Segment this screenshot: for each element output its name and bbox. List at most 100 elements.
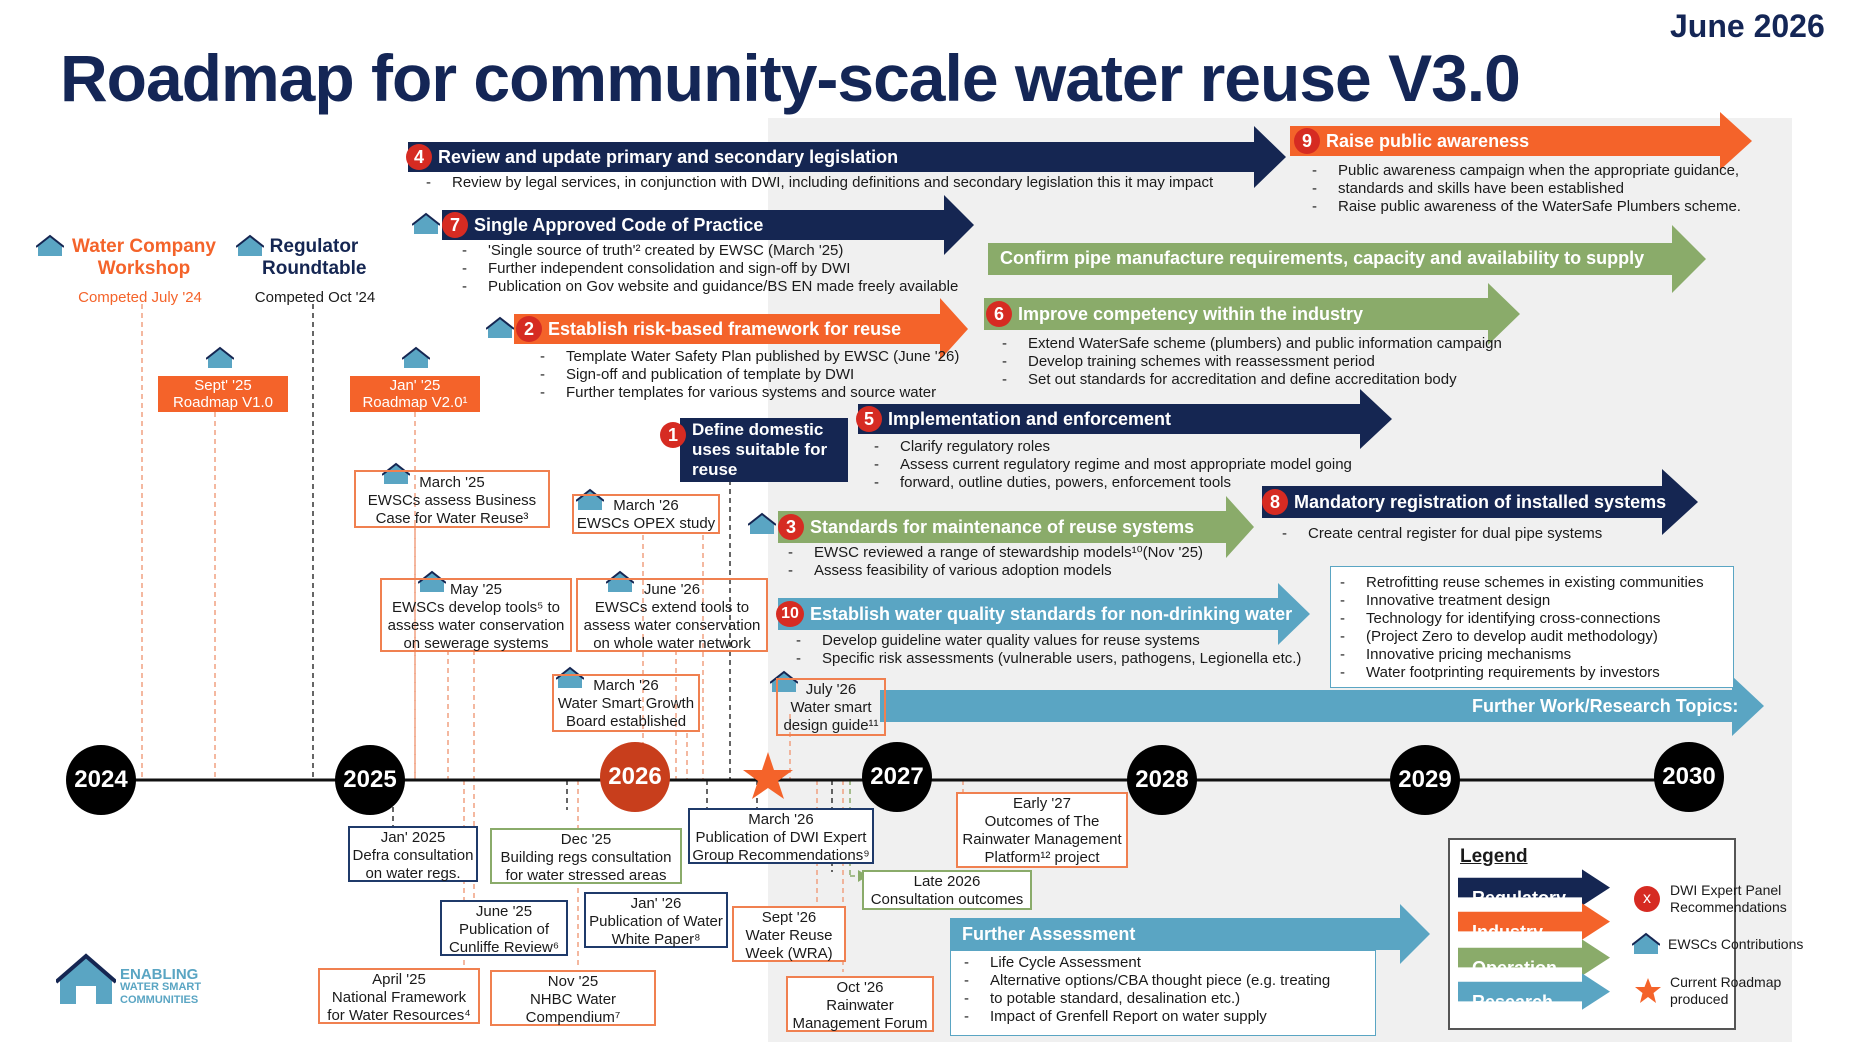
year-2027: 2027 bbox=[862, 742, 932, 812]
dwi-marker-icon: 5 bbox=[856, 406, 882, 432]
year-2028: 2028 bbox=[1127, 745, 1197, 815]
legend-current-text: Current Roadmap produced bbox=[1670, 974, 1782, 1007]
stream-10-title: Establish water quality standards for no… bbox=[810, 603, 1293, 624]
year-2030: 2030 bbox=[1654, 742, 1724, 812]
bullet: Clarify regulatory roles bbox=[874, 438, 1352, 456]
ewsc-house-icon bbox=[236, 234, 264, 256]
stream-2-title: Establish risk-based framework for reuse bbox=[548, 318, 902, 339]
arrow-3 bbox=[778, 496, 1254, 558]
stream-6-label: 6 Improve competency within the industry bbox=[986, 301, 1363, 327]
ewsc-house-icon bbox=[206, 346, 234, 368]
stream-8-bullets: Create central register for dual pipe sy… bbox=[1282, 525, 1602, 543]
legend-current: Current Roadmap produced bbox=[1634, 974, 1781, 1008]
ewsc-house-icon bbox=[412, 212, 440, 234]
event-white-paper: Jan' '26 Publication of Water White Pape… bbox=[584, 892, 728, 948]
bullet: Water footprinting requirements by inves… bbox=[1340, 664, 1704, 682]
event-building-regs: Dec '25 Building regs consultation for w… bbox=[490, 828, 682, 884]
legend-arrows bbox=[1458, 869, 1610, 1010]
ewsc-house-icon bbox=[1632, 932, 1660, 954]
event-opex: March '26 EWSCs OPEX study bbox=[572, 494, 720, 534]
legend-regulatory: Regulatory bbox=[1472, 888, 1567, 908]
bullet: Create central register for dual pipe sy… bbox=[1282, 525, 1602, 543]
bullet: Innovative pricing mechanisms bbox=[1340, 646, 1704, 664]
dwi-marker-icon: 1 bbox=[660, 422, 686, 448]
event-national-framework: April '25 National Framework for Water R… bbox=[318, 968, 480, 1024]
current-roadmap-star-icon bbox=[743, 752, 793, 799]
dwi-marker-icon: 2 bbox=[516, 316, 542, 342]
stream-8-title: Mandatory registration of installed syst… bbox=[1294, 491, 1667, 512]
dwi-marker-icon: 4 bbox=[406, 144, 432, 170]
bullet-cont: to potable standard, desalination etc.) bbox=[964, 990, 1330, 1008]
stream-10-bullets: Develop guideline water quality values f… bbox=[796, 632, 1301, 668]
arrow-5 bbox=[858, 389, 1392, 449]
arrow-6 bbox=[984, 283, 1520, 345]
bullet: Review by legal services, in conjunction… bbox=[426, 174, 1213, 192]
arrow-7 bbox=[442, 195, 974, 255]
bullet: Impact of Grenfell Report on water suppl… bbox=[964, 1008, 1330, 1026]
stream-4-label: 4 Review and update primary and secondary… bbox=[406, 144, 898, 170]
arrow-pipe bbox=[988, 225, 1706, 293]
stream-4-title: Review and update primary and secondary … bbox=[438, 146, 899, 167]
bullet-cont: standards and skills have been establish… bbox=[1312, 180, 1741, 198]
ewsc-house-icon bbox=[748, 512, 776, 534]
year-2024: 2024 bbox=[66, 745, 136, 815]
bullet: 'Single source of truth'² created by EWS… bbox=[462, 242, 958, 260]
event-dwi-expert: March '26 Publication of DWI Expert Grou… bbox=[688, 808, 874, 864]
ewsc-logo-icon bbox=[56, 953, 116, 1004]
arrow-further-assessment bbox=[950, 904, 1430, 964]
dwi-marker-icon: 8 bbox=[1262, 489, 1288, 515]
workshop-title: Water Company Workshop bbox=[72, 236, 216, 279]
bullet: Public awareness campaign when the appro… bbox=[1312, 162, 1741, 180]
stream-9-bullets: Public awareness campaign when the appro… bbox=[1312, 162, 1741, 216]
stream-2-label: 2 Establish risk-based framework for reus… bbox=[516, 316, 901, 342]
further-assessment-bullets: Life Cycle Assessment Alternative option… bbox=[964, 954, 1330, 1026]
stream-10-label: 10 Establish water quality standards for … bbox=[776, 601, 1292, 627]
stream-7-label: 7 Single Approved Code of Practice bbox=[442, 212, 763, 238]
arrow-4 bbox=[408, 126, 1286, 188]
event-smart-growth: March '26 Water Smart Growth Board estab… bbox=[552, 674, 700, 732]
roadmap-v2-box: Jan' '25 Roadmap V2.0¹ bbox=[350, 376, 480, 412]
ewsc-house-icon bbox=[486, 316, 514, 338]
ewsc-house-icon bbox=[36, 234, 64, 256]
bullet: Raise public awareness of the WaterSafe … bbox=[1312, 198, 1741, 216]
dwi-marker-icon: 6 bbox=[986, 301, 1012, 327]
year-2025: 2025 bbox=[335, 745, 405, 815]
bullet-cont: forward, outline duties, powers, enforce… bbox=[874, 474, 1352, 492]
stream-6-bullets: Extend WaterSafe scheme (plumbers) and p… bbox=[1002, 335, 1502, 389]
dwi-marker-icon: 10 bbox=[776, 601, 804, 627]
page-date: June 2026 bbox=[1670, 8, 1825, 44]
bullet: Template Water Safety Plan published by … bbox=[540, 348, 959, 366]
dwi-marker-icon: 3 bbox=[778, 514, 804, 540]
event-nhbc: Nov '25 NHBC Water Compendium⁷ bbox=[490, 970, 656, 1026]
bullet: Life Cycle Assessment bbox=[964, 954, 1330, 972]
stream-3-title: Standards for maintenance of reuse syste… bbox=[810, 516, 1195, 537]
bullet: Innovative treatment design bbox=[1340, 592, 1704, 610]
legend-industry: Industry bbox=[1472, 922, 1544, 942]
arrow-research bbox=[880, 676, 1764, 736]
current-roadmap-star-icon bbox=[1635, 978, 1661, 1003]
bullet: Alternative options/CBA thought piece (e… bbox=[964, 972, 1330, 990]
year-2026: 2026 bbox=[600, 742, 670, 812]
bullet: Extend WaterSafe scheme (plumbers) and p… bbox=[1002, 335, 1502, 353]
roadmap-v1-box: Sept' '25 Roadmap V1.0 bbox=[158, 376, 288, 412]
stream-7-title: Single Approved Code of Practice bbox=[474, 214, 764, 235]
research-topics-title: Further Work/Research Topics: bbox=[1472, 696, 1739, 716]
stream-9-title: Raise public awareness bbox=[1326, 130, 1530, 151]
pipe-title: Confirm pipe manufacture requirements, c… bbox=[1000, 248, 1645, 268]
stream-6-title: Improve competency within the industry bbox=[1018, 303, 1364, 324]
legend-dwi: x DWI Expert Panel Recommendations bbox=[1634, 882, 1787, 916]
event-tools-network: June '26 EWSCs extend tools to assess wa… bbox=[576, 578, 768, 652]
dwi-marker-icon: 7 bbox=[442, 212, 468, 238]
stream-5-title: Implementation and enforcement bbox=[888, 408, 1172, 429]
event-reuse-week: Sept '26 Water Reuse Week (WRA) bbox=[732, 906, 846, 962]
further-assessment-title: Further Assessment bbox=[962, 924, 1136, 944]
ewsc-logo-text: ENABLING WATER SMART COMMUNITIES bbox=[120, 966, 202, 1006]
event-rainwater-forum: Oct '26 Rainwater Management Forum bbox=[786, 976, 934, 1032]
event-defra: Jan' 2025 Defra consultation on water re… bbox=[348, 826, 478, 882]
arrow-2 bbox=[514, 298, 968, 360]
roundtable-title: Regulator Roundtable bbox=[262, 236, 367, 279]
roundtable-sub: Competed Oct '24 bbox=[254, 289, 376, 306]
workshop-sub: Competed July '24 bbox=[78, 289, 202, 306]
